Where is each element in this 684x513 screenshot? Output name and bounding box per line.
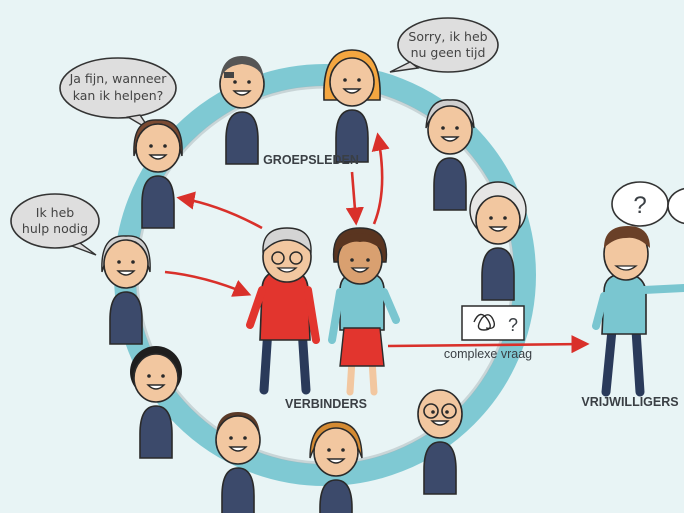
- speech-bubble-helpen: Ja fijn, wanneer kan ik helpen?: [59, 57, 177, 131]
- bubble-text-hulp-2: hulp nodig: [22, 221, 88, 236]
- bubble-text-sorry-2: nu geen tijd: [411, 45, 486, 60]
- volunteer-figure: [592, 226, 684, 397]
- flow-arrows: [164, 132, 590, 354]
- arrow-to-volunteers: [387, 335, 590, 354]
- connector-woman: [328, 227, 400, 396]
- bubble-text-hulp-1: Ik heb: [36, 205, 75, 220]
- group-member-bottom: [309, 421, 363, 513]
- complexe-vraag-label: complexe vraag: [444, 347, 532, 361]
- group-member-top-left: [219, 56, 265, 165]
- group-member-left-top: [133, 119, 183, 229]
- group-member-bottom-left: [130, 346, 182, 459]
- vrijwilligers-label: VRIJWILLIGERS: [581, 395, 678, 409]
- bubble-text-helpen-2: kan ik helpen?: [73, 88, 164, 103]
- speech-bubble-hulp: Ik heb hulp nodig: [10, 193, 100, 256]
- arrow-woman-to-groep: [371, 132, 390, 225]
- bubble-text-helpen-1: Ja fijn, wanneer: [69, 71, 168, 86]
- verbinders-label: VERBINDERS: [285, 397, 367, 411]
- connector-man: [246, 227, 320, 395]
- arrow-groep-to-woman: [345, 171, 364, 226]
- group-member-bottom-right: [417, 389, 463, 495]
- card-question-mark: ?: [508, 315, 518, 335]
- question-bubble: ?: [611, 181, 684, 237]
- scribble-icon: [473, 313, 496, 331]
- group-member-bottom-left-2: [215, 412, 261, 513]
- speech-bubble-sorry: Sorry, ik heb nu geen tijd: [389, 17, 499, 73]
- group-member-right: [469, 181, 527, 301]
- complexe-vraag-card: ? complexe vraag: [444, 305, 532, 361]
- bubble-text-sorry-1: Sorry, ik heb: [408, 29, 487, 44]
- arrow-connector-to-member: [176, 191, 263, 230]
- group-member-left: [101, 235, 151, 345]
- group-member-top: [323, 49, 381, 163]
- question-mark-text: ?: [633, 192, 646, 219]
- groepsleden-label: GROEPSLEDEN: [263, 153, 359, 167]
- group-member-right-top: [425, 99, 475, 211]
- arrow-member-to-connector: [164, 270, 252, 297]
